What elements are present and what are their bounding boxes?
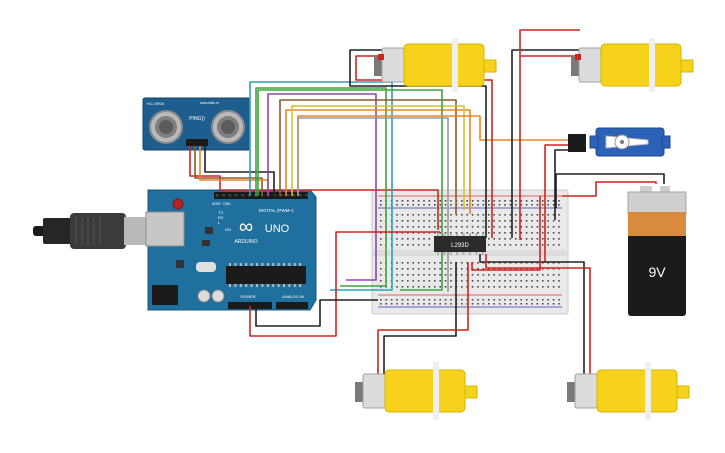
arduino-analog-label: ANALOG IN — [282, 294, 304, 299]
arduino-gnd-label: GND — [223, 202, 231, 206]
wire-arduino-gnd — [255, 299, 378, 327]
atmega-chip-legs — [229, 263, 302, 287]
wire-yellow — [291, 105, 465, 210]
wire-sensor-trig — [194, 146, 263, 196]
wire-orange-a — [285, 109, 471, 214]
wire-l293-vcc — [471, 196, 541, 271]
arduino-tx-led-label: TX — [218, 210, 223, 215]
servo-motor[interactable] — [568, 127, 671, 157]
wire-sensor-gnd — [204, 146, 275, 196]
wire-orange-servo — [297, 115, 574, 196]
arduino-uno[interactable]: ∞ UNO ARDUINO DIGITAL (PWM~) POWER ANALO… — [33, 189, 317, 311]
wire-arduino-5v — [249, 231, 440, 337]
battery-9v[interactable]: 9V — [627, 186, 687, 316]
wire-motor-tr-a — [511, 49, 580, 238]
arduino-power-label: POWER — [240, 294, 255, 299]
l293d-driver[interactable]: L293D — [434, 233, 486, 255]
wire-motor-br-b — [485, 254, 591, 384]
wire-motor-tl-a — [349, 49, 487, 238]
gear-motor-top-left[interactable] — [374, 38, 497, 92]
gear-motor-top-right[interactable] — [571, 38, 694, 92]
arduino-l-led-label: L — [218, 220, 221, 225]
arduino-aref-label: AREF — [212, 202, 221, 206]
gear-motor-bottom-left[interactable] — [355, 362, 478, 420]
sensor-ping-label: PING)) — [189, 116, 205, 122]
wire-battery-neg — [555, 173, 665, 208]
wire-motor-br-a — [479, 254, 585, 384]
wire-motor-bl-a — [383, 262, 457, 384]
sensor-title: HC-SR04 — [147, 101, 165, 106]
l293d-label: L293D — [451, 243, 469, 249]
wire-servo-vcc — [544, 144, 574, 262]
arduino-digital-label: DIGITAL (PWM~) — [259, 208, 294, 213]
wire-purple — [267, 93, 377, 281]
wire-servo-gnd — [554, 149, 574, 220]
ultrasonic-sensor[interactable]: HC-SR04 www.faits.nl PING)) — [142, 97, 251, 151]
arduino-rx-led-label: RX — [218, 215, 224, 220]
wire-battery-pos — [562, 181, 657, 197]
wire-gray — [297, 117, 449, 292]
wire-sensor-vcc — [189, 146, 439, 230]
arduino-logo-icon: ∞ — [239, 216, 253, 238]
wire-brown — [279, 99, 457, 214]
wire-motor-bl-b — [377, 262, 469, 384]
wire-motor-tl-b — [355, 55, 493, 238]
arduino-model-label: UNO — [265, 223, 290, 235]
arduino-on-led-label: ON — [225, 227, 231, 232]
sensor-brand-text: www.faits.nl — [200, 101, 219, 105]
gear-motor-bottom-right[interactable] — [567, 362, 690, 420]
wire-motor-tr-b — [519, 29, 580, 57]
wire-green — [255, 87, 387, 287]
arduino-brand-label: ARDUINO — [234, 239, 257, 245]
battery-voltage-label: 9V — [648, 264, 666, 280]
wire-green-b — [257, 89, 443, 291]
